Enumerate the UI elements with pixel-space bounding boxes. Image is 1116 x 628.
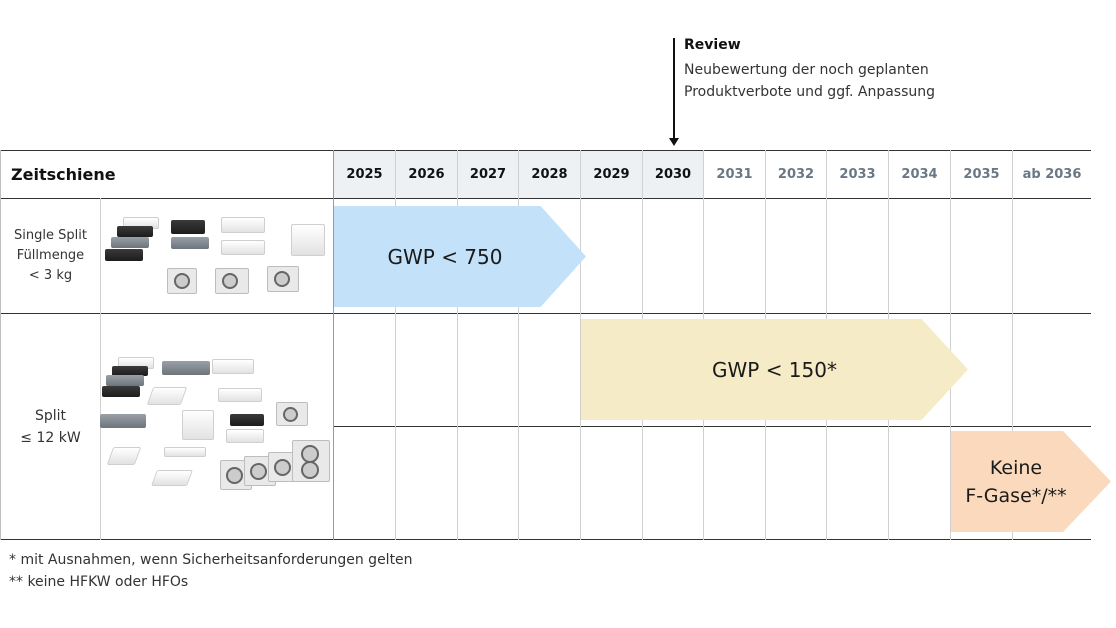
row-label-line: Füllmenge <box>16 248 85 263</box>
outdoor-unit-image <box>267 266 299 292</box>
ducted-unit-image <box>162 361 210 375</box>
phase-gwp-750-label: GWP < 750 <box>387 244 503 269</box>
indoor-unit-image <box>102 386 140 397</box>
year-2025: 2025 <box>346 167 383 182</box>
timeline-title: Zeitschiene <box>11 165 116 184</box>
outdoor-unit-image <box>167 268 197 294</box>
table-top-border <box>0 150 1091 151</box>
outdoor-unit-image <box>292 440 330 482</box>
row-label-line: < 3 kg <box>28 268 73 283</box>
review-title: Review <box>684 37 741 53</box>
indoor-unit-image <box>112 366 148 376</box>
review-line-2: Produktverbote und ggf. Anpassung <box>684 84 936 100</box>
floor-unit-image <box>182 410 214 440</box>
row-divider <box>0 313 1091 314</box>
year-divider <box>580 150 581 540</box>
year-divider <box>457 150 458 540</box>
year-2033: 2033 <box>839 167 876 182</box>
cassette-unit-image <box>151 470 193 486</box>
footnote-1: * mit Ausnahmen, wenn Sicherheitsanforde… <box>9 552 413 568</box>
year-2029: 2029 <box>593 167 630 182</box>
phase-gwp-750-arrow: GWP < 750 <box>334 206 586 307</box>
label-column-divider <box>100 198 101 540</box>
row-label-line: Split <box>34 408 67 424</box>
footnote-2: ** keine HFKW oder HFOs <box>9 574 189 590</box>
ducted-unit-image <box>100 414 146 428</box>
year-2028: 2028 <box>531 167 568 182</box>
split-products-image <box>100 352 332 496</box>
indoor-unit-image <box>226 429 264 443</box>
timeline-start-divider <box>333 150 334 540</box>
year-2031: 2031 <box>716 167 753 182</box>
phase-no-fgas-line-2: F-Gase*/** <box>965 484 1067 507</box>
single-split-products-image <box>103 212 331 308</box>
cassette-unit-image <box>146 387 188 405</box>
year-divider <box>395 150 396 540</box>
indoor-unit-image <box>105 249 143 261</box>
indoor-unit-image <box>106 375 144 386</box>
review-marker-line <box>673 38 675 142</box>
phase-no-fgas-label: Keine F-Gase*/** <box>965 454 1066 510</box>
indoor-unit-image <box>111 237 149 248</box>
year-ab-2036: ab 2036 <box>1022 167 1082 182</box>
phase-gwp-150-arrow: GWP < 150* <box>581 319 968 420</box>
year-2032: 2032 <box>777 167 815 182</box>
year-divider <box>950 150 951 540</box>
phase-no-fgas-line-1: Keine <box>989 456 1043 479</box>
floor-unit-image <box>291 224 325 256</box>
ceiling-unit-image <box>164 447 206 457</box>
row-label-split: Split ≤ 12 kW <box>1 405 100 449</box>
indoor-unit-image <box>117 226 153 237</box>
indoor-unit-image <box>218 388 262 402</box>
header-bottom-border <box>0 198 1091 199</box>
year-2026: 2026 <box>408 167 445 182</box>
indoor-unit-image <box>171 237 209 249</box>
cassette-unit-image <box>106 447 142 465</box>
year-2030: 2030 <box>654 167 692 182</box>
table-left-border <box>0 150 1 540</box>
outdoor-unit-image <box>215 268 249 294</box>
review-arrow-down-icon <box>669 138 679 146</box>
outdoor-unit-image <box>276 402 308 426</box>
table-bottom-border <box>0 539 1091 540</box>
phase-gwp-150-label: GWP < 150* <box>712 357 837 382</box>
indoor-unit-image <box>221 217 265 233</box>
year-2027: 2027 <box>469 167 507 182</box>
indoor-unit-image <box>212 359 254 374</box>
row-label-single-split: Single Split Füllmenge < 3 kg <box>1 226 100 286</box>
year-2035: 2035 <box>963 167 1000 182</box>
subrow-divider <box>334 426 1091 427</box>
year-2034: 2034 <box>901 167 938 182</box>
row-label-line: Single Split <box>14 228 87 243</box>
year-divider <box>518 150 519 540</box>
row-label-line: ≤ 12 kW <box>20 430 81 446</box>
phase-no-fgas-arrow: Keine F-Gase*/** <box>951 431 1111 532</box>
indoor-unit-image <box>230 414 264 426</box>
year-divider <box>1012 150 1013 540</box>
review-line-1: Neubewertung der noch geplanten <box>684 62 929 78</box>
indoor-unit-image <box>171 220 205 234</box>
review-description: Neubewertung der noch geplanten Produktv… <box>684 59 984 103</box>
indoor-unit-image <box>221 240 265 255</box>
